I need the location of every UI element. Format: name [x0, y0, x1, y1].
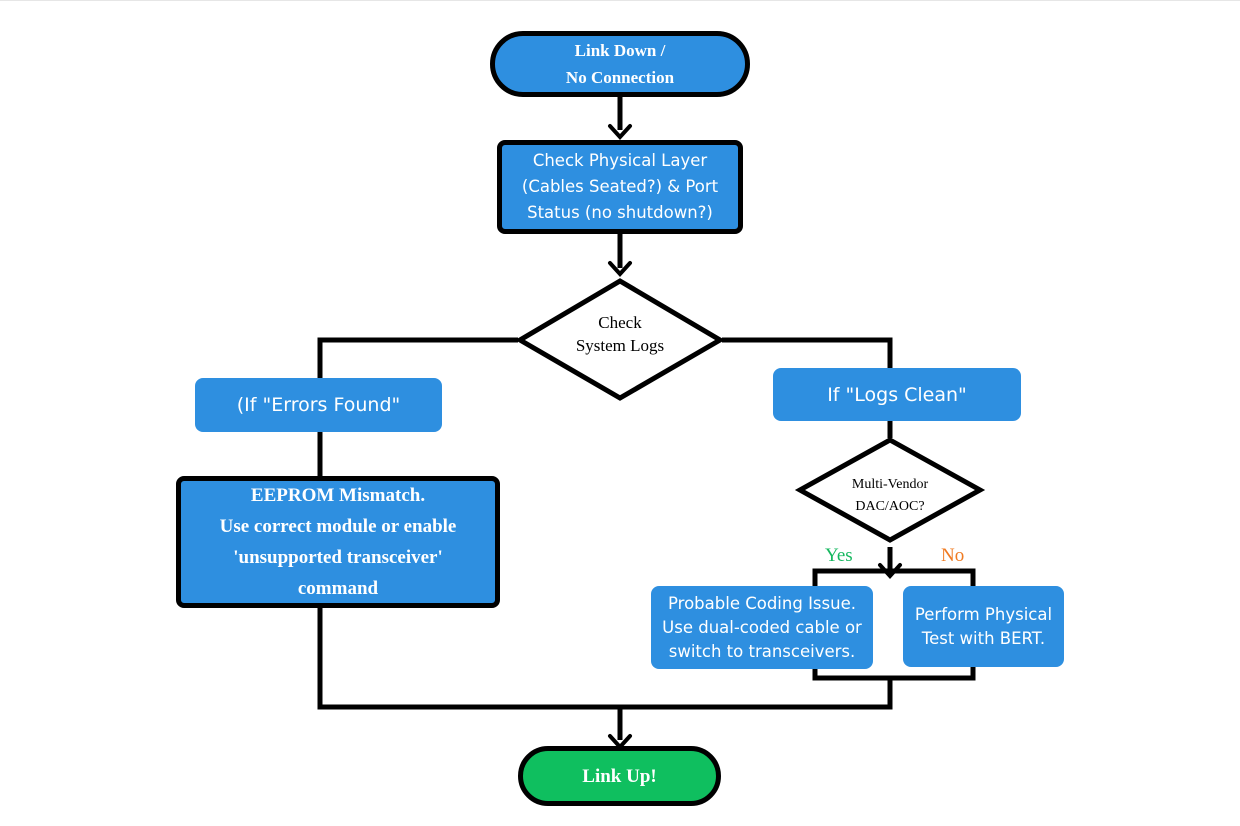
end-terminal: Link Up!: [518, 746, 721, 806]
coding-issue-box: Probable Coding Issue. Use dual-coded ca…: [651, 586, 873, 669]
eeprom-mismatch-box: EEPROM Mismatch. Use correct module or e…: [176, 476, 500, 608]
check-physical-line-1: Check Physical Layer: [532, 151, 708, 170]
check-logs-line-2: System Logs: [575, 336, 665, 355]
start-line-1: Link Down /: [574, 41, 666, 60]
errors-found-text: (If "Errors Found": [236, 394, 401, 416]
bert-test-box: Perform Physical Test with BERT.: [903, 586, 1064, 667]
eeprom-line-4: command: [297, 578, 379, 599]
decision-check-logs-shape: [515, 278, 725, 401]
connector-eeprom-to-merge: [317, 606, 620, 710]
eeprom-line-3: 'unsupported transceiver': [233, 547, 443, 568]
coding-issue-line-2: Use dual-coded cable or: [662, 617, 862, 637]
errors-found-label: (If "Errors Found": [195, 378, 442, 432]
start-line-2: No Connection: [565, 68, 675, 87]
multi-vendor-line-2: DAC/AOC?: [855, 499, 925, 514]
top-divider: [0, 0, 1240, 1]
logs-clean-text: If "Logs Clean": [827, 383, 967, 406]
start-terminal: Link Down / No Connection: [490, 31, 750, 97]
eeprom-line-1: EEPROM Mismatch.: [250, 485, 426, 506]
check-physical-line-2: (Cables Seated?) & Port: [521, 177, 719, 196]
no-label: No: [941, 545, 965, 566]
multi-vendor-line-1: Multi-Vendor: [851, 477, 929, 492]
bert-test-line-1: Perform Physical: [914, 604, 1053, 624]
check-logs-line-1: Check: [598, 313, 642, 332]
arrowhead-2: [608, 261, 632, 277]
bert-test-line-2: Test with BERT.: [921, 628, 1046, 648]
arrowhead-3: [878, 563, 902, 579]
coding-issue-line-1: Probable Coding Issue.: [668, 593, 856, 613]
decision-multi-vendor: Multi-Vendor DAC/AOC?: [830, 474, 950, 518]
connector-logs-to-clean: [722, 337, 893, 370]
arrowhead-1: [608, 124, 632, 140]
end-text: Link Up!: [582, 765, 657, 787]
connector-right-merge: [620, 678, 893, 710]
logs-clean-label: If "Logs Clean": [773, 368, 1021, 421]
yes-label: Yes: [825, 545, 853, 566]
decision-check-logs: Check System Logs: [555, 311, 685, 357]
check-physical-box: Check Physical Layer (Cables Seated?) & …: [497, 140, 743, 234]
eeprom-line-2: Use correct module or enable: [219, 516, 457, 537]
connector-logs-to-errors: [317, 337, 518, 378]
check-physical-line-3: Status (no shutdown?): [527, 203, 713, 222]
decision-multi-vendor-shape: [794, 437, 986, 543]
coding-issue-line-3: switch to transceivers.: [668, 641, 856, 661]
